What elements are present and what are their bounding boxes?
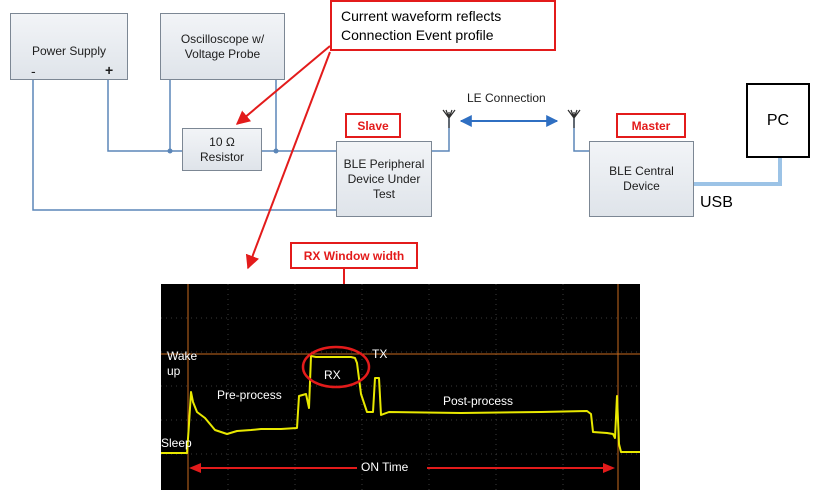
callout-arrow-to-scope: [245, 51, 331, 270]
scope-pre-process: Pre-process: [217, 388, 282, 402]
pc-label: PC: [766, 111, 790, 129]
power-supply-plus: +: [105, 62, 114, 78]
scope-capture: Wake up Pre-process RX TX Post-process S…: [161, 284, 640, 490]
oscilloscope-label-line2: Voltage Probe: [184, 46, 261, 61]
resistor-label: Resistor: [199, 149, 244, 164]
oscilloscope-box: Oscilloscope w/ Voltage Probe: [160, 13, 285, 80]
peripheral-line1: BLE Peripheral: [343, 156, 425, 171]
scope-post-process: Post-process: [443, 394, 514, 408]
rx-window-circle: [301, 345, 371, 389]
antenna-icon: [567, 109, 581, 128]
resistor-box: 10 Ω Resistor: [182, 128, 262, 171]
ble-central-box: BLE Central Device: [589, 141, 694, 217]
antenna-icon: [442, 109, 456, 128]
junction-dot: [273, 148, 279, 154]
power-supply-title: Power Supply: [31, 44, 107, 58]
junction-dot: [167, 148, 173, 154]
callout-box: Current waveform reflects Connection Eve…: [330, 0, 556, 51]
scope-rx: RX: [324, 368, 341, 382]
scope-wake-up-line1: Wake: [167, 349, 198, 363]
callout-line2: Connection Event profile: [341, 26, 494, 43]
current-trace: [161, 355, 640, 454]
peripheral-line2: Device Under: [347, 171, 421, 186]
scope-sleep: Sleep: [161, 436, 192, 450]
rx-window-label: RX Window width: [290, 242, 418, 269]
slave-label: Slave: [345, 113, 401, 138]
usb-label: USB: [700, 194, 733, 211]
on-time-arrow: [189, 463, 615, 473]
central-line1: BLE Central: [609, 164, 674, 178]
scope-plot: [161, 284, 640, 490]
scope-on-time: ON Time: [361, 460, 409, 474]
power-supply-box: Power Supply - +: [10, 13, 128, 80]
central-line2: Device: [623, 179, 660, 193]
pc-box: PC: [746, 83, 810, 158]
callout-arrow-to-resistor: [235, 45, 331, 125]
power-supply-minus: -: [31, 63, 36, 79]
peripheral-line3: Test: [372, 186, 395, 201]
le-connection-label: LE Connection: [467, 91, 546, 105]
wire-minus-to-peripheral: [32, 80, 336, 211]
wire-peripheral-antenna: [432, 118, 450, 152]
scope-wake-up-line2: up: [167, 364, 181, 378]
ble-peripheral-box: BLE Peripheral Device Under Test: [336, 141, 432, 217]
scope-tx: TX: [372, 347, 388, 361]
callout-line1: Current waveform reflects: [341, 7, 502, 24]
oscilloscope-label-line1: Oscilloscope w/: [180, 31, 265, 46]
wire-central-antenna: [573, 118, 589, 152]
usb-cable: [694, 158, 782, 186]
master-label: Master: [616, 113, 686, 138]
resistor-value: 10 Ω: [209, 134, 235, 149]
wire-plus-to-resistor: [107, 80, 182, 152]
